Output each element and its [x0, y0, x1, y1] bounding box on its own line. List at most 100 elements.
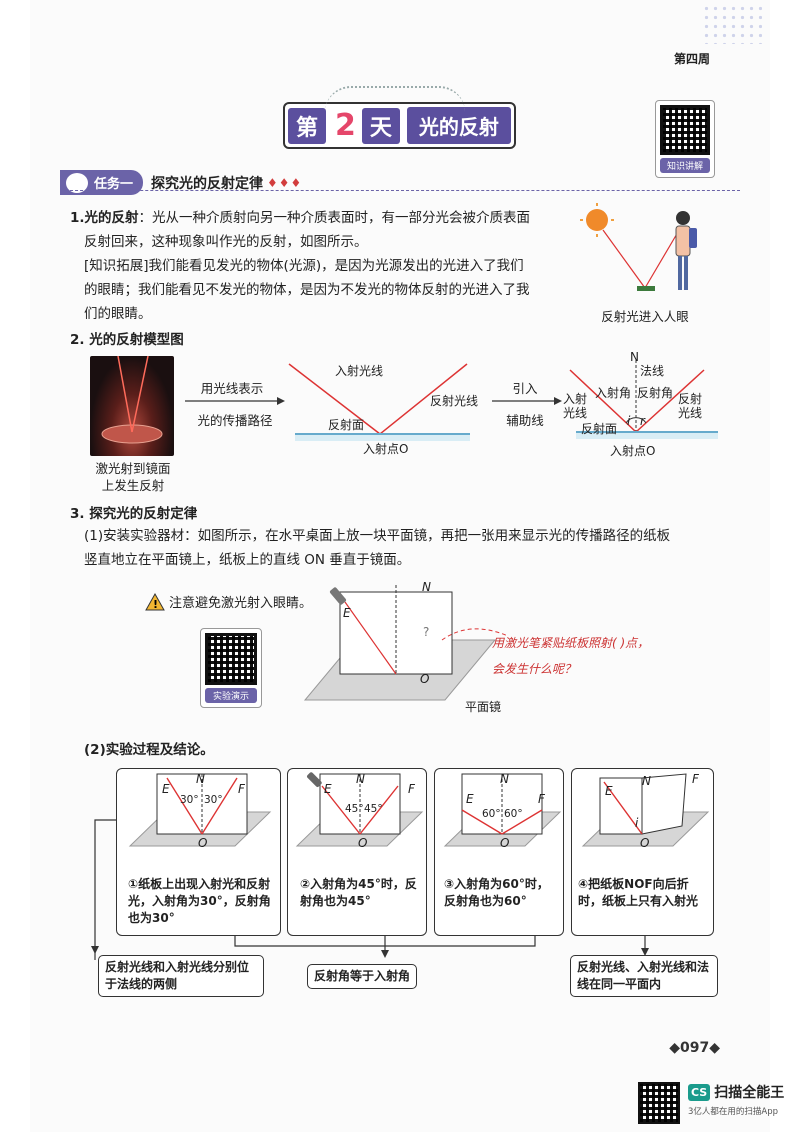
- box2-angle2: 45°: [364, 803, 383, 815]
- scanner-brand: CS 扫描全能王 3亿人都在用的扫描App: [688, 1082, 784, 1117]
- box2-E: E: [324, 782, 332, 796]
- angle-arc: [625, 417, 647, 424]
- sun-icon: [586, 209, 608, 231]
- box2-angle1: 45°: [345, 803, 364, 815]
- task-title: 探究光的反射定律: [151, 175, 264, 192]
- week-label: 第四周: [673, 52, 710, 66]
- laser-pen-icon: [307, 772, 322, 787]
- photo-caption: 激光射到镜面 上发生反射: [78, 460, 188, 494]
- backpack-icon: [689, 228, 697, 248]
- model2-reflected-ray-label: 反射 光线: [678, 392, 703, 420]
- eye-reflection-figure: [580, 203, 697, 291]
- fig-N-label: N: [422, 580, 431, 594]
- box4-i: i: [635, 816, 639, 830]
- box4-text: ④把纸板NOF向后折时，纸板上只有入射光: [578, 877, 699, 908]
- warning-text: 注意避免激光射入眼睛。: [169, 596, 313, 611]
- warning-icon: !: [145, 592, 165, 611]
- ext-label: [知识拓展]: [84, 258, 149, 274]
- model2-surface-label: 反射面: [581, 422, 618, 436]
- box1-E: E: [162, 782, 170, 796]
- fig-O-label: O: [420, 672, 430, 686]
- decorative-dots: [702, 4, 762, 44]
- ext-line2: 的眼睛；我们能看见不发光的物体，是因为不发光的物体反射的光进入了我: [84, 282, 530, 298]
- conclusion-1: 反射光线和入射光线分别位于法线的两侧: [98, 955, 264, 997]
- book-icon: [637, 286, 655, 291]
- step2-title: (2)实验过程及结论。: [84, 742, 214, 758]
- note-line2: 会发生什么呢？: [492, 662, 577, 676]
- incident-ray: [602, 229, 646, 289]
- laser-photo: [90, 355, 174, 456]
- flow-connectors: [91, 819, 649, 960]
- experiment-setup-figure: [303, 585, 497, 701]
- title-prefix: 第: [288, 107, 327, 144]
- qr-code-icon[interactable]: [205, 633, 257, 685]
- model1-point-label: 入射点O: [363, 442, 409, 456]
- warning-note: ! 注意避免激光射入眼睛。: [145, 592, 312, 611]
- qr-experiment-card[interactable]: 实验演示: [200, 628, 262, 708]
- box1-text: ①纸板上出现入射光和反射光，入射角为30°，反射角也为30°: [128, 877, 271, 925]
- arrow2-top-label: 引入: [512, 381, 538, 396]
- box4-F: F: [692, 772, 699, 786]
- qr-code-icon[interactable]: [638, 1082, 680, 1124]
- arrow2-bottom-label: 辅助线: [506, 413, 544, 428]
- mirror-disc: [101, 424, 163, 444]
- brand-name: 扫描全能王: [714, 1085, 785, 1101]
- model2-r-label: r: [640, 414, 645, 428]
- box4-N: N: [642, 774, 651, 788]
- laser-pen-icon: [329, 587, 347, 605]
- section3-title: 3. 探究光的反射定律: [70, 506, 198, 522]
- arrow1-bottom-label: 光的传播路径: [197, 413, 273, 428]
- reflection-model-1: [288, 363, 470, 441]
- ext-line1: 我们能看见发光的物体(光源)，是因为光源发出的光进入了我们: [148, 258, 524, 274]
- laser-ray: [344, 601, 397, 675]
- reflected-ray-line: [379, 363, 468, 435]
- step1-line2: 竖直地立在平面镜上，纸板上的直线 ON 垂直于镜面。: [84, 552, 411, 568]
- title-dotted-arc: [325, 86, 465, 112]
- conclusion-2: 反射角等于入射角: [307, 964, 418, 989]
- box1-N: N: [196, 772, 205, 786]
- box2-F: F: [408, 782, 415, 796]
- task-pill: 任务一: [60, 170, 144, 195]
- box3-text: ③入射角为60°时，反射角也为60°: [444, 877, 549, 908]
- box2-text: ②入射角为45°时，反射角也为45°: [300, 877, 417, 908]
- box2-O: O: [358, 836, 368, 850]
- arrow1-top-label: 用光线表示: [200, 381, 264, 396]
- incident-ray-line: [288, 363, 381, 435]
- box3-E: E: [466, 792, 474, 806]
- model1-surface-label: 反射面: [328, 418, 365, 432]
- section1-line1: ：光从一种介质射向另一种介质表面时，有一部分光会被介质表面: [138, 210, 531, 226]
- box1-angle2: 30°: [204, 794, 223, 806]
- fig-E-label: E: [343, 606, 351, 620]
- title-main: 光的反射: [406, 107, 511, 144]
- section1-num: 1.: [70, 210, 85, 226]
- note-line1: 用激光笔紧贴纸板照射( )点，: [492, 636, 650, 650]
- model2-normal-label: 法线: [640, 364, 665, 378]
- model2-incident-angle-label: 入射角: [595, 386, 632, 400]
- book-page: 第四周 第 2 天 光的反射 知识讲解 任务一 探究光的反射定律 ♦♦♦ 1.光…: [30, 0, 770, 1132]
- box3-O: O: [500, 836, 510, 850]
- box4-figure: [581, 773, 710, 847]
- box1-figure: [128, 773, 272, 847]
- page-number: ◆097◆: [669, 1040, 720, 1056]
- task-divider: [60, 190, 740, 191]
- photo-caption-2: 上发生反射: [101, 478, 165, 493]
- scanner-qr[interactable]: [638, 1082, 680, 1124]
- title-number: 2: [335, 108, 356, 143]
- section2-title: 2. 光的反射模型图: [70, 332, 184, 348]
- box1-angle1: 30°: [180, 794, 199, 806]
- brand-tagline: 3亿人都在用的扫描App: [688, 1107, 779, 1117]
- section1-term: 光的反射: [84, 210, 139, 226]
- section1-text: 1.光的反射：光从一种介质射向另一种介质表面时，有一部分光会被介质表面 反射回来…: [70, 206, 590, 326]
- model2-N-label: N: [630, 350, 639, 364]
- photo-caption-1: 激光射到镜面: [95, 461, 171, 476]
- svg-text:!: !: [153, 598, 158, 611]
- model2-i-label: i: [627, 414, 631, 428]
- reflection-model-2: [569, 360, 718, 439]
- qr-code-icon[interactable]: [660, 105, 710, 155]
- step1-line1: (1)安装实验器材：如图所示，在水平桌面上放一块平面镜，再把一张用来显示光的传播…: [84, 528, 671, 544]
- person-head: [676, 211, 690, 225]
- arrow2-icon: [492, 397, 562, 405]
- handwritten-note: 用激光笔紧贴纸板照射( )点， 会发生什么呢？: [492, 630, 649, 682]
- qr-knowledge-card[interactable]: 知识讲解: [655, 100, 715, 178]
- fig-question-label: ?: [423, 625, 430, 639]
